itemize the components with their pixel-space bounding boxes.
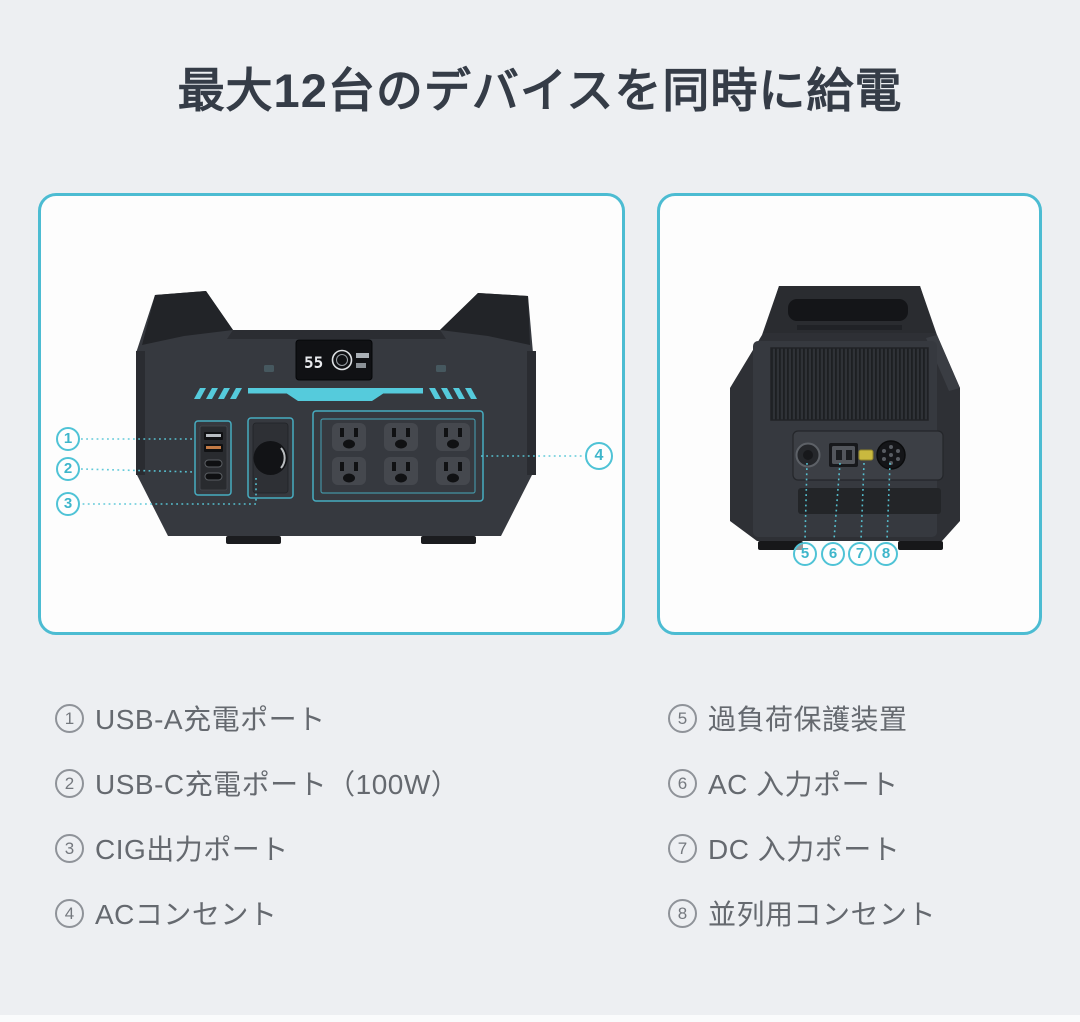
legend-label-dc-input: DC 入力ポート bbox=[708, 834, 901, 865]
legend-number-3: 3 bbox=[55, 833, 84, 863]
legend-item-4: 4 ACコンセント bbox=[55, 898, 459, 930]
carry-handle bbox=[764, 286, 935, 333]
light-bar bbox=[194, 388, 477, 401]
front-left-indicator-icon bbox=[264, 365, 274, 372]
foot bbox=[226, 536, 281, 544]
ac-outlet-group bbox=[312, 410, 484, 502]
usb-port-group bbox=[194, 420, 232, 496]
usb-c-port bbox=[204, 472, 223, 481]
handle-right-wing bbox=[440, 293, 530, 345]
handle-left-wing bbox=[142, 291, 233, 345]
ac-outlet bbox=[384, 457, 418, 485]
callout-1: 1 bbox=[56, 427, 80, 451]
legend-number-4: 4 bbox=[55, 898, 84, 928]
dc-input-port bbox=[858, 449, 874, 461]
usb-a-port bbox=[204, 444, 223, 452]
display-info-line-2 bbox=[356, 363, 366, 368]
power-station-front-illustration: 55 bbox=[136, 291, 536, 544]
foot bbox=[898, 541, 943, 550]
display-ring-icon bbox=[331, 349, 353, 371]
legend-left-column: 1 USB-A充電ポート 2 USB-C充電ポート（100W） 3 CIG出力ポ… bbox=[55, 703, 459, 930]
left-side-bevel bbox=[136, 351, 145, 475]
back-view-panel: 5 6 7 8 bbox=[657, 193, 1042, 635]
legend-label-ac-outlet: ACコンセント bbox=[95, 899, 278, 930]
ac-outlet bbox=[436, 457, 470, 485]
page-title: 最大12台のデバイスを同時に給電 bbox=[177, 64, 903, 117]
cig-port bbox=[247, 417, 294, 499]
legend-right-column: 5 過負荷保護装置 6 AC 入力ポート 7 DC 入力ポート 8 並列用コンセ… bbox=[668, 703, 936, 930]
front-view-panel: 55 bbox=[38, 193, 625, 635]
legend-label-cig: CIG出力ポート bbox=[95, 834, 289, 865]
legend-number-7: 7 bbox=[668, 833, 697, 863]
lower-recess bbox=[798, 488, 941, 514]
legend-label-ac-input: AC 入力ポート bbox=[708, 769, 899, 800]
ac-outlet bbox=[384, 423, 418, 451]
display-screen: 55 bbox=[295, 339, 373, 381]
legend-number-6: 6 bbox=[668, 768, 697, 798]
overload-protection-button bbox=[795, 442, 821, 468]
usb-a-port bbox=[204, 432, 223, 440]
legend-number-8: 8 bbox=[668, 898, 697, 928]
legend-label-usb-a: USB-A充電ポート bbox=[95, 704, 326, 735]
bottom-edge-strip bbox=[0, 1015, 1080, 1022]
foot bbox=[758, 541, 803, 550]
legend-item-2: 2 USB-C充電ポート（100W） bbox=[55, 768, 459, 800]
legend-item-5: 5 過負荷保護装置 bbox=[668, 703, 936, 735]
callout-2: 2 bbox=[56, 457, 80, 481]
power-station-back-illustration bbox=[730, 286, 960, 550]
callout-6: 6 bbox=[821, 542, 845, 566]
legend-label-usb-c: USB-C充電ポート（100W） bbox=[95, 769, 460, 800]
legend-label-overload: 過負荷保護装置 bbox=[708, 704, 908, 735]
legend-number-1: 1 bbox=[55, 703, 84, 733]
front-right-indicator-icon bbox=[436, 365, 446, 372]
legend-item-7: 7 DC 入力ポート bbox=[668, 833, 936, 865]
legend-item-6: 6 AC 入力ポート bbox=[668, 768, 936, 800]
ac-outlet bbox=[332, 457, 366, 485]
legend-number-5: 5 bbox=[668, 703, 697, 733]
display-info-line-1 bbox=[356, 353, 369, 358]
legend-item-1: 1 USB-A充電ポート bbox=[55, 703, 459, 735]
vent-grille bbox=[770, 347, 929, 421]
callout-5: 5 bbox=[793, 542, 817, 566]
right-side-bevel bbox=[527, 351, 536, 475]
callout-4: 4 bbox=[585, 442, 613, 470]
callout-3: 3 bbox=[56, 492, 80, 516]
foot bbox=[421, 536, 476, 544]
ac-input-port bbox=[829, 443, 858, 467]
usb-c-port bbox=[204, 459, 223, 468]
legend-number-2: 2 bbox=[55, 768, 84, 798]
callout-8: 8 bbox=[874, 542, 898, 566]
rear-port-panel bbox=[792, 430, 944, 481]
callout-7: 7 bbox=[848, 542, 872, 566]
ac-outlet bbox=[332, 423, 366, 451]
legend-label-parallel: 並列用コンセント bbox=[708, 899, 937, 930]
ac-outlet bbox=[436, 423, 470, 451]
legend-item-8: 8 並列用コンセント bbox=[668, 898, 936, 930]
handle-grip-slot bbox=[788, 299, 908, 321]
top-edge-shadow bbox=[227, 330, 446, 339]
battery-percent-text: 55 bbox=[304, 353, 323, 372]
legend-item-3: 3 CIG出力ポート bbox=[55, 833, 459, 865]
parallel-outlet-port bbox=[876, 440, 906, 470]
front-body bbox=[136, 291, 533, 536]
